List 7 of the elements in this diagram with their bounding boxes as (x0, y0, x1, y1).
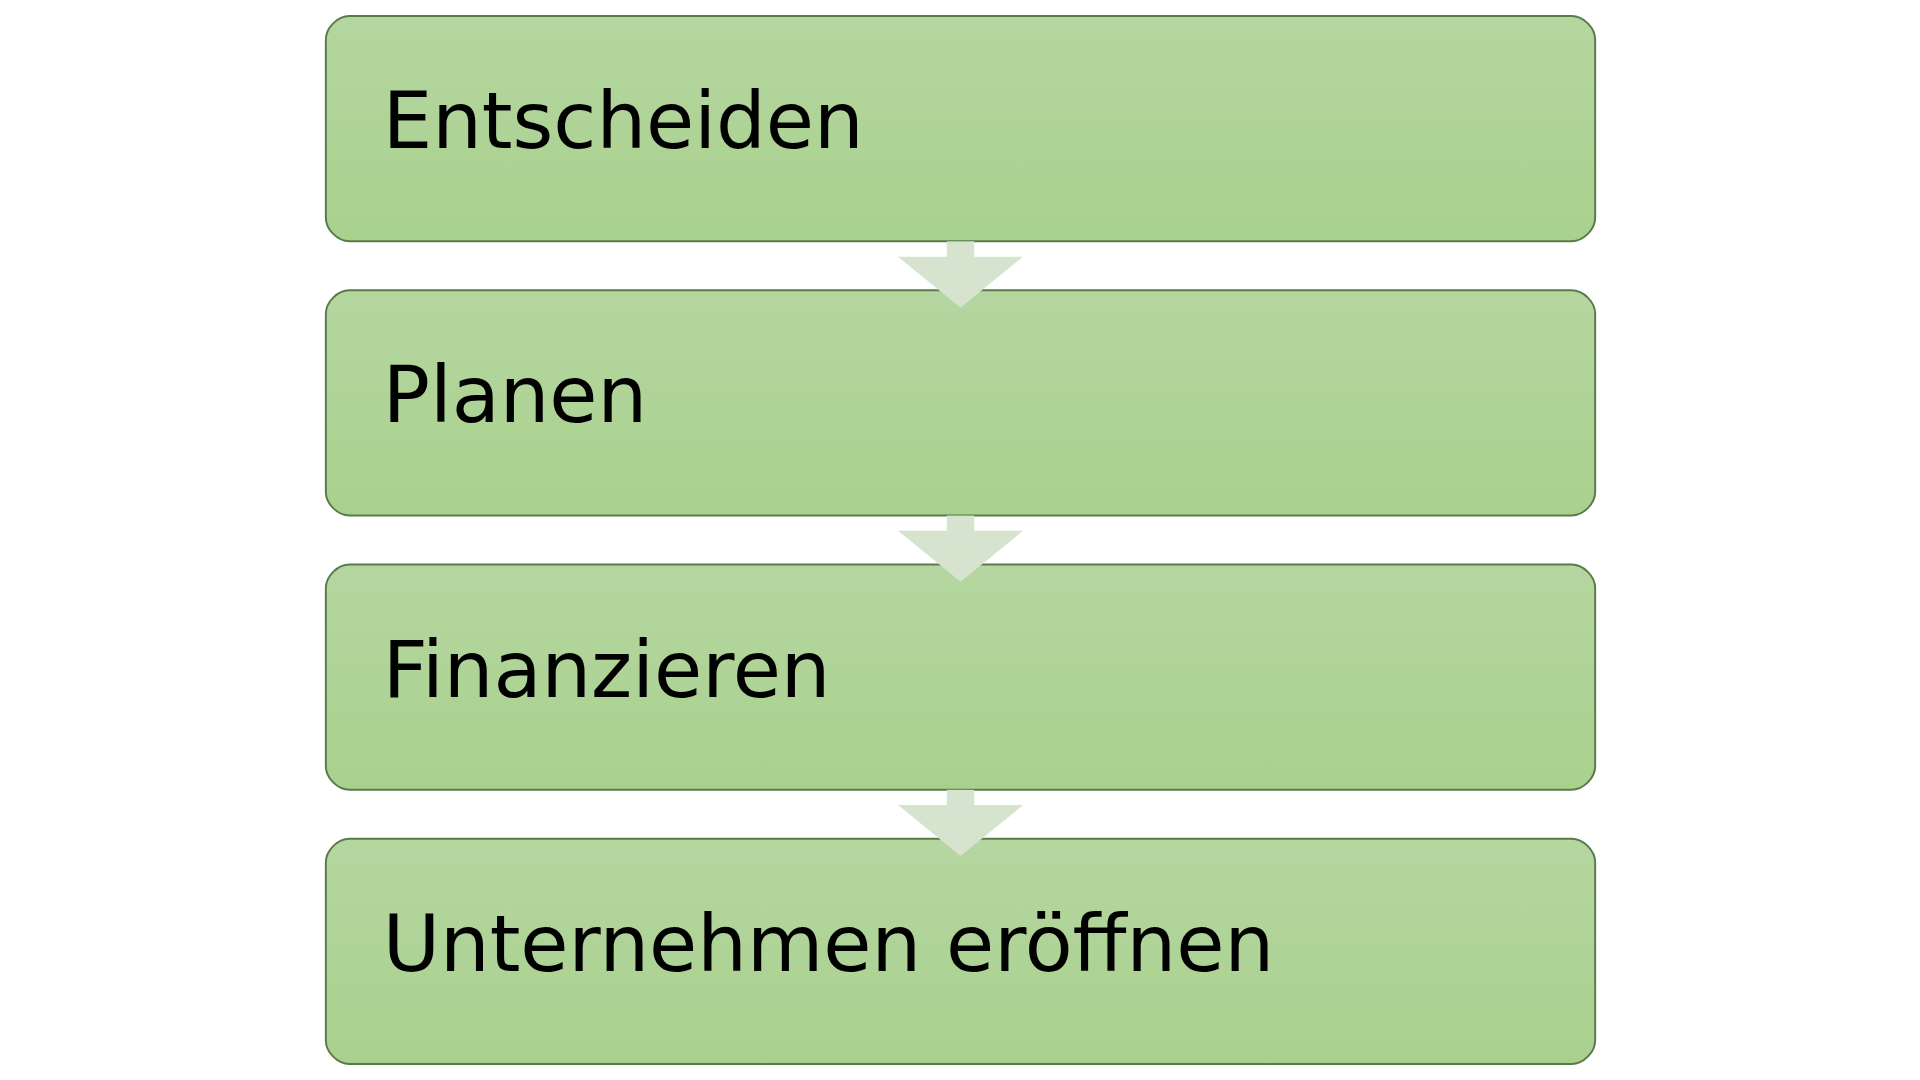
arrow (897, 241, 1023, 308)
arrow (897, 515, 1023, 582)
node-box: Planen (324, 289, 1596, 517)
node-box: Unternehmen eröffnen (324, 837, 1596, 1065)
arrow (897, 789, 1023, 857)
node-box: Finanzieren (324, 563, 1596, 791)
node-box: Entscheiden (324, 15, 1596, 243)
